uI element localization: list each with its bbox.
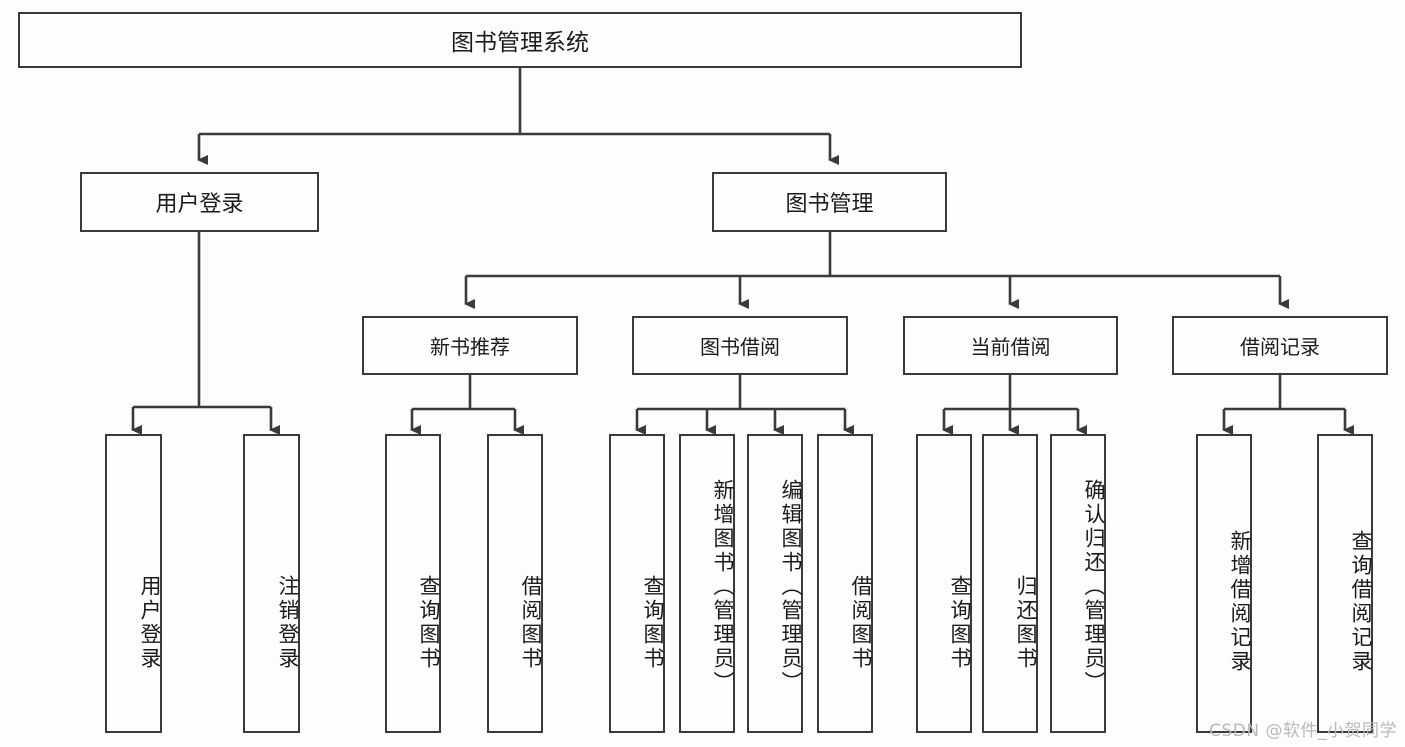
node-label: 图书借阅 [700,335,780,359]
leaf-record-query-record[interactable]: 查询借阅记录 [1317,434,1373,733]
leaf-label: 查询图书 [641,574,665,671]
leaf-label: 确认归还（管理员） [1082,478,1106,695]
node-book-management[interactable]: 图书管理 [712,172,947,232]
leaf-label: 查询图书 [417,574,441,671]
node-new-book-recommend[interactable]: 新书推荐 [362,316,578,375]
node-borrow-record[interactable]: 借阅记录 [1172,316,1388,375]
leaf-label: 编辑图书（管理员） [779,478,803,695]
leaf-borrow-edit-book[interactable]: 编辑图书（管理员） [747,434,803,733]
leaf-label: 借阅图书 [519,574,543,671]
node-current-borrow[interactable]: 当前借阅 [903,316,1118,375]
leaf-label: 注销登录 [276,574,300,671]
leaf-borrow-add-book[interactable]: 新增图书（管理员） [679,434,735,733]
node-label: 用户登录 [155,192,244,217]
leaf-user-login-signout[interactable]: 注销登录 [243,434,300,733]
leaf-label: 用户登录 [138,574,162,671]
leaf-borrow-query-book[interactable]: 查询图书 [609,434,665,733]
node-label: 图书管理系统 [451,30,589,56]
node-label: 新书推荐 [430,335,510,359]
leaf-recommend-query-book[interactable]: 查询图书 [385,434,441,733]
leaf-record-add-record[interactable]: 新增借阅记录 [1196,434,1252,733]
node-book-borrow[interactable]: 图书借阅 [632,316,848,375]
leaf-user-login-signin[interactable]: 用户登录 [105,434,162,733]
node-label: 当前借阅 [970,335,1051,359]
node-root-system[interactable]: 图书管理系统 [18,12,1022,68]
leaf-current-return-book[interactable]: 归还图书 [982,434,1038,733]
leaf-borrow-borrow-book[interactable]: 借阅图书 [817,434,873,733]
leaf-current-confirm-return[interactable]: 确认归还（管理员） [1050,434,1106,733]
node-label: 借阅记录 [1240,335,1320,359]
node-label: 图书管理 [785,192,874,217]
leaf-current-query-book[interactable]: 查询图书 [916,434,972,733]
leaf-label: 查询借阅记录 [1349,529,1373,674]
leaf-label: 查询图书 [948,574,972,671]
leaf-label: 归还图书 [1014,574,1038,671]
watermark-text: CSDN @软件_小贺同学 [1209,721,1397,741]
node-user-login[interactable]: 用户登录 [80,172,319,232]
leaf-label: 借阅图书 [849,574,873,671]
leaf-recommend-borrow-book[interactable]: 借阅图书 [487,434,543,733]
leaf-label: 新增图书（管理员） [711,478,735,695]
leaf-label: 新增借阅记录 [1228,529,1252,674]
